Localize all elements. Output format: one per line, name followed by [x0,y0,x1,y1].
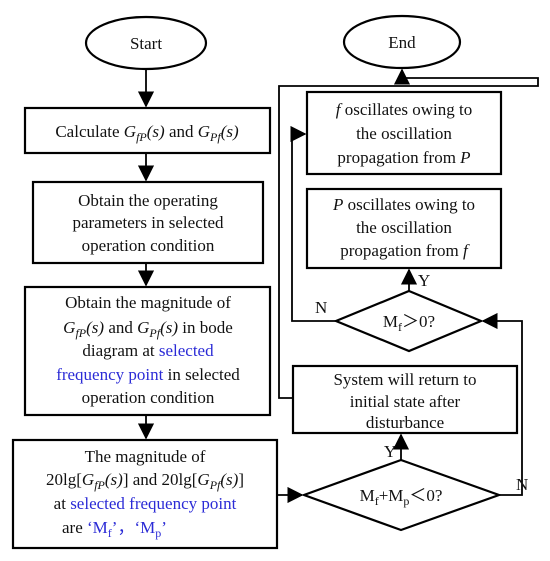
arrow-mf-no-to-f-oscillates [290,125,336,322]
condition-mf-plus-mp-diamond [300,458,503,532]
calculate-box [23,106,272,155]
return-line-3: disturbance [366,413,444,432]
yes-label-to-return: Y [384,442,396,461]
no-label-to-f-oscillates: N [315,298,327,317]
no-label-to-mf-check: N [516,475,528,494]
f-oscillates-line-1: f oscillates owing to [336,100,472,119]
f-oscillates-line-3: propagation from P [337,148,470,167]
return-state-box [291,364,519,435]
magnitude-line-1: The magnitude of [85,447,206,466]
operating-parameters-box [31,180,265,265]
obtain-magnitude-line-5: operation condition [82,388,215,407]
p-oscillates-line-2: the oscillation [356,218,452,237]
yes-label-to-p-oscillates: Y [418,271,430,290]
end-label: End [388,33,416,52]
obtain-magnitude-line-3: diagram at selected [82,341,214,360]
condition-mf-diamond [333,289,484,353]
start-label: Start [130,34,162,53]
return-line-1: System will return to [333,370,476,389]
p-oscillates-line-1: P oscillates owing to [332,195,475,214]
magnitude-line-3: at selected frequency point [54,494,237,513]
obtain-magnitude-box [23,285,272,417]
obtain-magnitude-line-1: Obtain the magnitude of [65,293,231,312]
parameters-line-3: operation condition [82,236,215,255]
return-line-2: initial state after [350,392,461,411]
p-oscillates-box [305,187,503,270]
calculate-text: Calculate GfP(s) and GPf(s) [55,122,239,144]
magnitude-result-box [11,438,279,550]
obtain-magnitude-line-4: frequency point in selected [56,365,240,384]
p-oscillates-line-3: propagation from f [340,241,470,260]
condition-mf-text: Mf＞0? [383,312,435,334]
condition-mf-plus-mp-text: Mf+Mp＜0? [360,486,443,508]
arrow-condition-no-to-mf-check [481,312,523,496]
parameters-line-2: parameters in selected [72,213,224,232]
end-terminal [342,14,462,70]
f-oscillates-box [305,90,503,176]
magnitude-line-4: are ‘Mf’，‘Mp’ [62,518,167,540]
parameters-line-1: Obtain the operating [78,191,218,210]
f-oscillates-line-2: the oscillation [356,124,452,143]
obtain-magnitude-line-2: GfP(s) and GPf(s) in bode [63,318,233,340]
arrow-return-to-end [278,68,539,399]
magnitude-line-2: 20lg[GfP(s)] and 20lg[GPf(s)] [46,470,244,492]
